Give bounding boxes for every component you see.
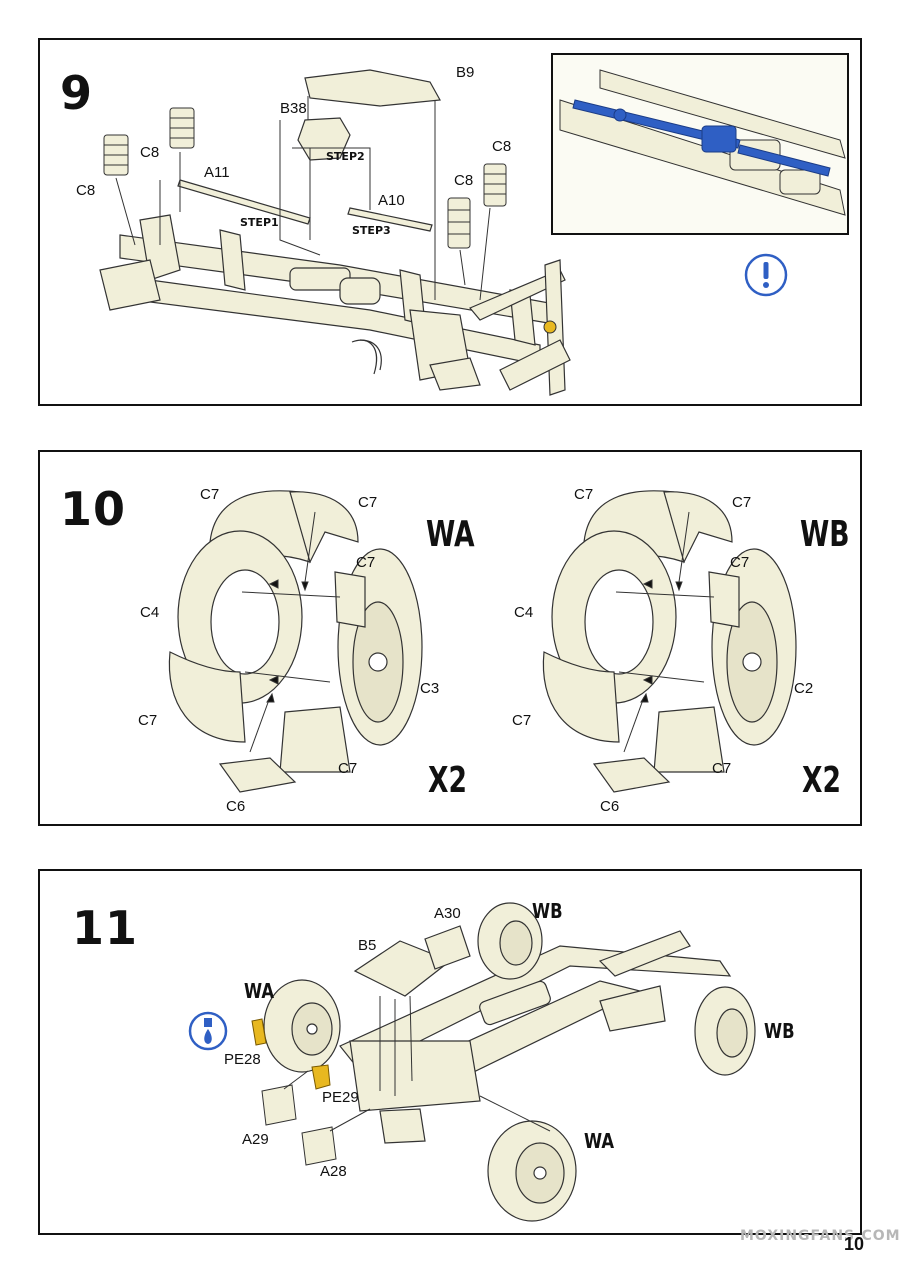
tread-c7: [653, 706, 725, 773]
highlight-part: [543, 320, 557, 334]
spring-c8-c: [447, 197, 471, 249]
part-pe29: [311, 1064, 331, 1090]
wheel-label-wb: WB: [532, 899, 563, 923]
tread-c7: [708, 571, 740, 628]
label-c8: C8: [76, 182, 96, 199]
wheel-wb-right: [694, 986, 756, 1076]
label-c7: C7: [574, 486, 594, 503]
wheel-wa-bottom: [487, 1120, 577, 1222]
tread-c7: [168, 651, 246, 743]
label-a30: A30: [434, 905, 461, 922]
tread-c7: [663, 491, 733, 564]
label-b5: B5: [358, 937, 377, 954]
label-b38: B38: [280, 100, 307, 117]
driveshaft-a11: [177, 179, 311, 225]
part-b9: [304, 69, 441, 107]
set-label-wa: WA: [426, 514, 475, 555]
driveshaft-a10: [347, 207, 433, 232]
quantity-label: X2: [428, 760, 467, 801]
spring-c8-b: [169, 107, 195, 149]
label-c6: C6: [600, 798, 620, 815]
highlighted-drivetrain: [572, 99, 831, 177]
step-11-panel: 11: [38, 869, 862, 1235]
wheel-label-wb: WB: [764, 1019, 795, 1043]
label-c7: C7: [512, 712, 532, 729]
step-number: 10: [60, 482, 127, 536]
wheel-assembly-wa: [168, 490, 423, 793]
set-label-wb: WB: [800, 514, 850, 555]
substep-2-label: STEP2: [326, 150, 365, 163]
chassis-frame: [99, 214, 571, 396]
label-b9: B9: [456, 64, 475, 81]
wheel-label-wa: WA: [584, 1129, 615, 1153]
label-c8: C8: [454, 172, 474, 189]
step-number: 11: [72, 901, 139, 955]
glue-drop-icon: [188, 1011, 228, 1051]
label-a10: A10: [378, 192, 405, 209]
label-a29: A29: [242, 1131, 269, 1148]
label-c7: C7: [338, 760, 358, 777]
step-9-drawing: [99, 53, 849, 396]
substep-3-label: STEP3: [352, 224, 391, 237]
wheel-label-wa: WA: [244, 979, 275, 1003]
tread-c7: [279, 706, 351, 773]
label-c7: C7: [358, 494, 378, 511]
tread-c7: [289, 491, 359, 564]
step-9-panel: 9: [38, 38, 862, 406]
label-a11: A11: [204, 164, 230, 181]
step-10-drawing: [168, 490, 797, 793]
label-hub: C2: [794, 680, 814, 697]
spring-c8-a: [103, 134, 129, 176]
page-number: 10: [843, 1234, 864, 1254]
spring-c8-d: [483, 163, 507, 207]
substep-1-label: STEP1: [240, 216, 279, 229]
wheel-wb-top: [477, 902, 543, 980]
step-number: 9: [60, 66, 94, 120]
tread-c7: [542, 651, 620, 743]
exclamation-circle-icon: [744, 253, 788, 297]
label-c7: C7: [138, 712, 158, 729]
part-a29: [261, 1084, 297, 1126]
step-10-panel: 10: [38, 450, 862, 826]
wheel-wa-left: [263, 979, 341, 1073]
label-pe28: PE28: [224, 1051, 261, 1068]
label-c7: C7: [730, 554, 750, 571]
label-c8: C8: [140, 144, 160, 161]
label-c6: C6: [226, 798, 246, 815]
label-c7: C7: [356, 554, 376, 571]
tread-c7: [334, 571, 366, 628]
label-c4: C4: [140, 604, 160, 621]
step-11-drawing: [188, 902, 756, 1222]
label-pe29: PE29: [322, 1089, 359, 1106]
chassis-frame: [339, 930, 732, 1144]
label-c4: C4: [514, 604, 534, 621]
label-hub: C3: [420, 680, 440, 697]
label-a28: A28: [320, 1163, 347, 1180]
part-a30: [424, 925, 471, 970]
part-pe28: [251, 1018, 267, 1046]
label-c8: C8: [492, 138, 512, 155]
insert-c6: [218, 757, 297, 793]
watermark: MOXINGFANS.COM: [740, 1228, 900, 1244]
part-a28: [301, 1126, 337, 1166]
coil-springs: [103, 107, 507, 249]
label-c7: C7: [732, 494, 752, 511]
label-c7: C7: [200, 486, 220, 503]
part-b38: [297, 117, 351, 161]
label-c7: C7: [712, 760, 732, 777]
insert-c6: [592, 757, 671, 793]
quantity-label: X2: [802, 760, 841, 801]
wheel-assembly-wb: [542, 490, 797, 793]
